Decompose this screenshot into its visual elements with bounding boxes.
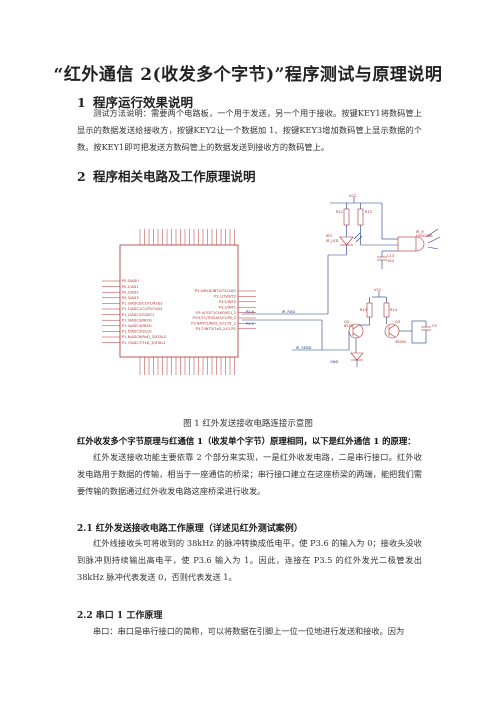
left-pin-label: P1.2/ADC2/SS/ECI [122,313,154,317]
label-ir-r: IR_R [416,230,424,234]
right-pin-label: P3.2/INT0 [219,300,237,304]
subsection-2-1-paragraph: 红外线接收头可将收到的 38kHz 的脉冲转换成低电平，使 P3.6 的输入为 … [77,535,422,587]
mcu-left-pins: P0.0/AD0P0.1/AD1P0.2/AD2P0.3/AD3P1.0/ADC… [102,279,166,345]
label-s8050: S8050 [395,340,407,344]
left-pin-label: P0.1/AD1 [122,285,139,289]
left-pin-label: P1.4/ADC4/MISO [122,324,152,328]
label-gnd: GND [330,360,338,364]
mcu-chip [119,244,239,358]
label-vcc-top: VCC [349,194,357,198]
subsection-2-1-text: 红外线接收头可将收到的 38kHz 的脉冲转换成低电平，使 P3.6 的输入为 … [77,538,422,583]
label-c13: C13 [387,254,394,258]
section-1-heading: 1 程序运行效果说明 [77,92,193,111]
section-2-number: 2 [77,169,86,184]
right-pin-label: P3.4/T0/T1CLKO/ECI_2 [196,311,236,315]
label-vcc-lower: VCC [374,288,382,292]
ir-transmit-receive-circuit [242,197,441,367]
mcu-bottom-pins [139,357,235,375]
subsection-2-2-text: 串口：串口是串行接口的简称，可以将数据在引脚上一位一位地进行发送和接收。因为 [93,626,405,636]
section-2-heading: 2 程序相关电路及工作原理说明 [77,166,256,185]
section-1-text: 测试方法说明：需要两个电路板，一个用于发送，另一个用于接收。按键KEY1将数码管… [77,108,422,153]
left-pin-label: P1.0/ADC0/CCP1/RxD2 [122,302,163,306]
right-pin-label: P3.3/INT1 [219,305,236,309]
schematic-svg: P0.0/AD0P0.1/AD1P0.2/AD2P0.3/AD3P1.0/ADC… [102,194,441,375]
right-pin-label: P3.1/TxD/T2 [214,295,236,299]
label-r13: R13 [360,308,367,312]
schematic-labels: VCC R11 R12 IR3 IR_LED IR_R HS0038B C13 … [246,194,438,364]
mcu-top-pins [139,229,235,245]
right-pin-label: P3.7/INT3/TxD_2/CCP2 [196,327,236,331]
label-ir-send: IR_SEND [296,346,312,350]
label-q2: Q2 [344,320,349,324]
section-2-title: 程序相关电路及工作原理说明 [93,169,256,184]
label-q3: Q3 [395,320,400,324]
label-hs0038b: HS0038B [416,234,433,238]
label-p35-net: P3.5 [246,322,254,326]
label-r11: R11 [336,210,343,214]
label-ir-led: IR_LED [326,239,339,243]
left-pin-label: P0.2/AD2 [122,290,139,294]
subsection-2-2-heading: 2.2 串口 1 工作原理 [77,611,163,621]
left-pin-label: P1.6/ADC6/RxD_3/XTAL2 [122,335,166,339]
right-pin-label: P3.5/T1/T0CLKO/CCP0_2 [192,316,236,320]
label-ir3: IR3 [326,234,332,238]
figure-1-caption: 图 1 红外发送接收电路连接示意图 [183,419,313,429]
document-title: “红外通信 2(收发多个字节)”程序测试与原理说明 [53,65,443,85]
subsection-2-2-paragraph: 串口：串口是串行接口的简称，可以将数据在引脚上一位一位地进行发送和接收。因为 [77,623,422,640]
right-pin-label: P3.0/RxD/INT4/T2CLKO [195,289,236,293]
left-pin-label: P1.1/ADC1/CCP0/TxD2 [122,307,162,311]
right-pin-label: P3.6/INT2/RxD_2/CCP1_2 [191,322,236,326]
section-1-paragraph: 测试方法说明：需要两个电路板，一个用于发送，另一个用于接收。按键KEY1将数码管… [77,105,422,157]
section-1-title: 程序运行效果说明 [93,95,194,110]
section-2-paragraph: 红外发送接收功能主要依靠 2 个部分来实现，一是红外收发电路，二是串行接口。红外… [77,449,422,501]
left-pin-label: P0.3/AD3 [122,296,139,300]
section-1-number: 1 [77,95,86,110]
label-8550: 8550 [344,324,354,328]
label-c13-value: 104 [387,259,395,263]
left-pin-label: P1.5/ADC5/SCLK [122,330,152,334]
left-pin-label: P0.0/AD0 [122,279,139,283]
label-p36-net: P3.6 [246,310,255,314]
subsection-2-1-heading: 2.1 红外发送接收电路工作原理（详述见红外测试案例） [77,524,303,534]
mcu-right-pins: P3.0/RxD/INT4/T2CLKO P3.1/TxD/T2P3.2/INT0… [191,289,256,331]
label-r12: R12 [365,210,372,214]
label-c9: C9 [432,324,438,328]
left-pin-label: P1.7/ADC7/TxD_3/XTAL1 [122,341,166,345]
label-r14: R14 [390,308,398,312]
section-2-bold-intro: 红外收发多个字节原理与红通信 1（收发单个字节）原理相同，以下是红外通信 1 的… [77,436,416,446]
left-pin-label: P1.3/ADC3/MOSI [122,318,152,322]
label-ir-rxd: IR_RXD [282,310,295,314]
section-2-text: 红外发送接收功能主要依靠 2 个部分来实现，一是红外收发电路，二是串行接口。红外… [77,452,422,497]
